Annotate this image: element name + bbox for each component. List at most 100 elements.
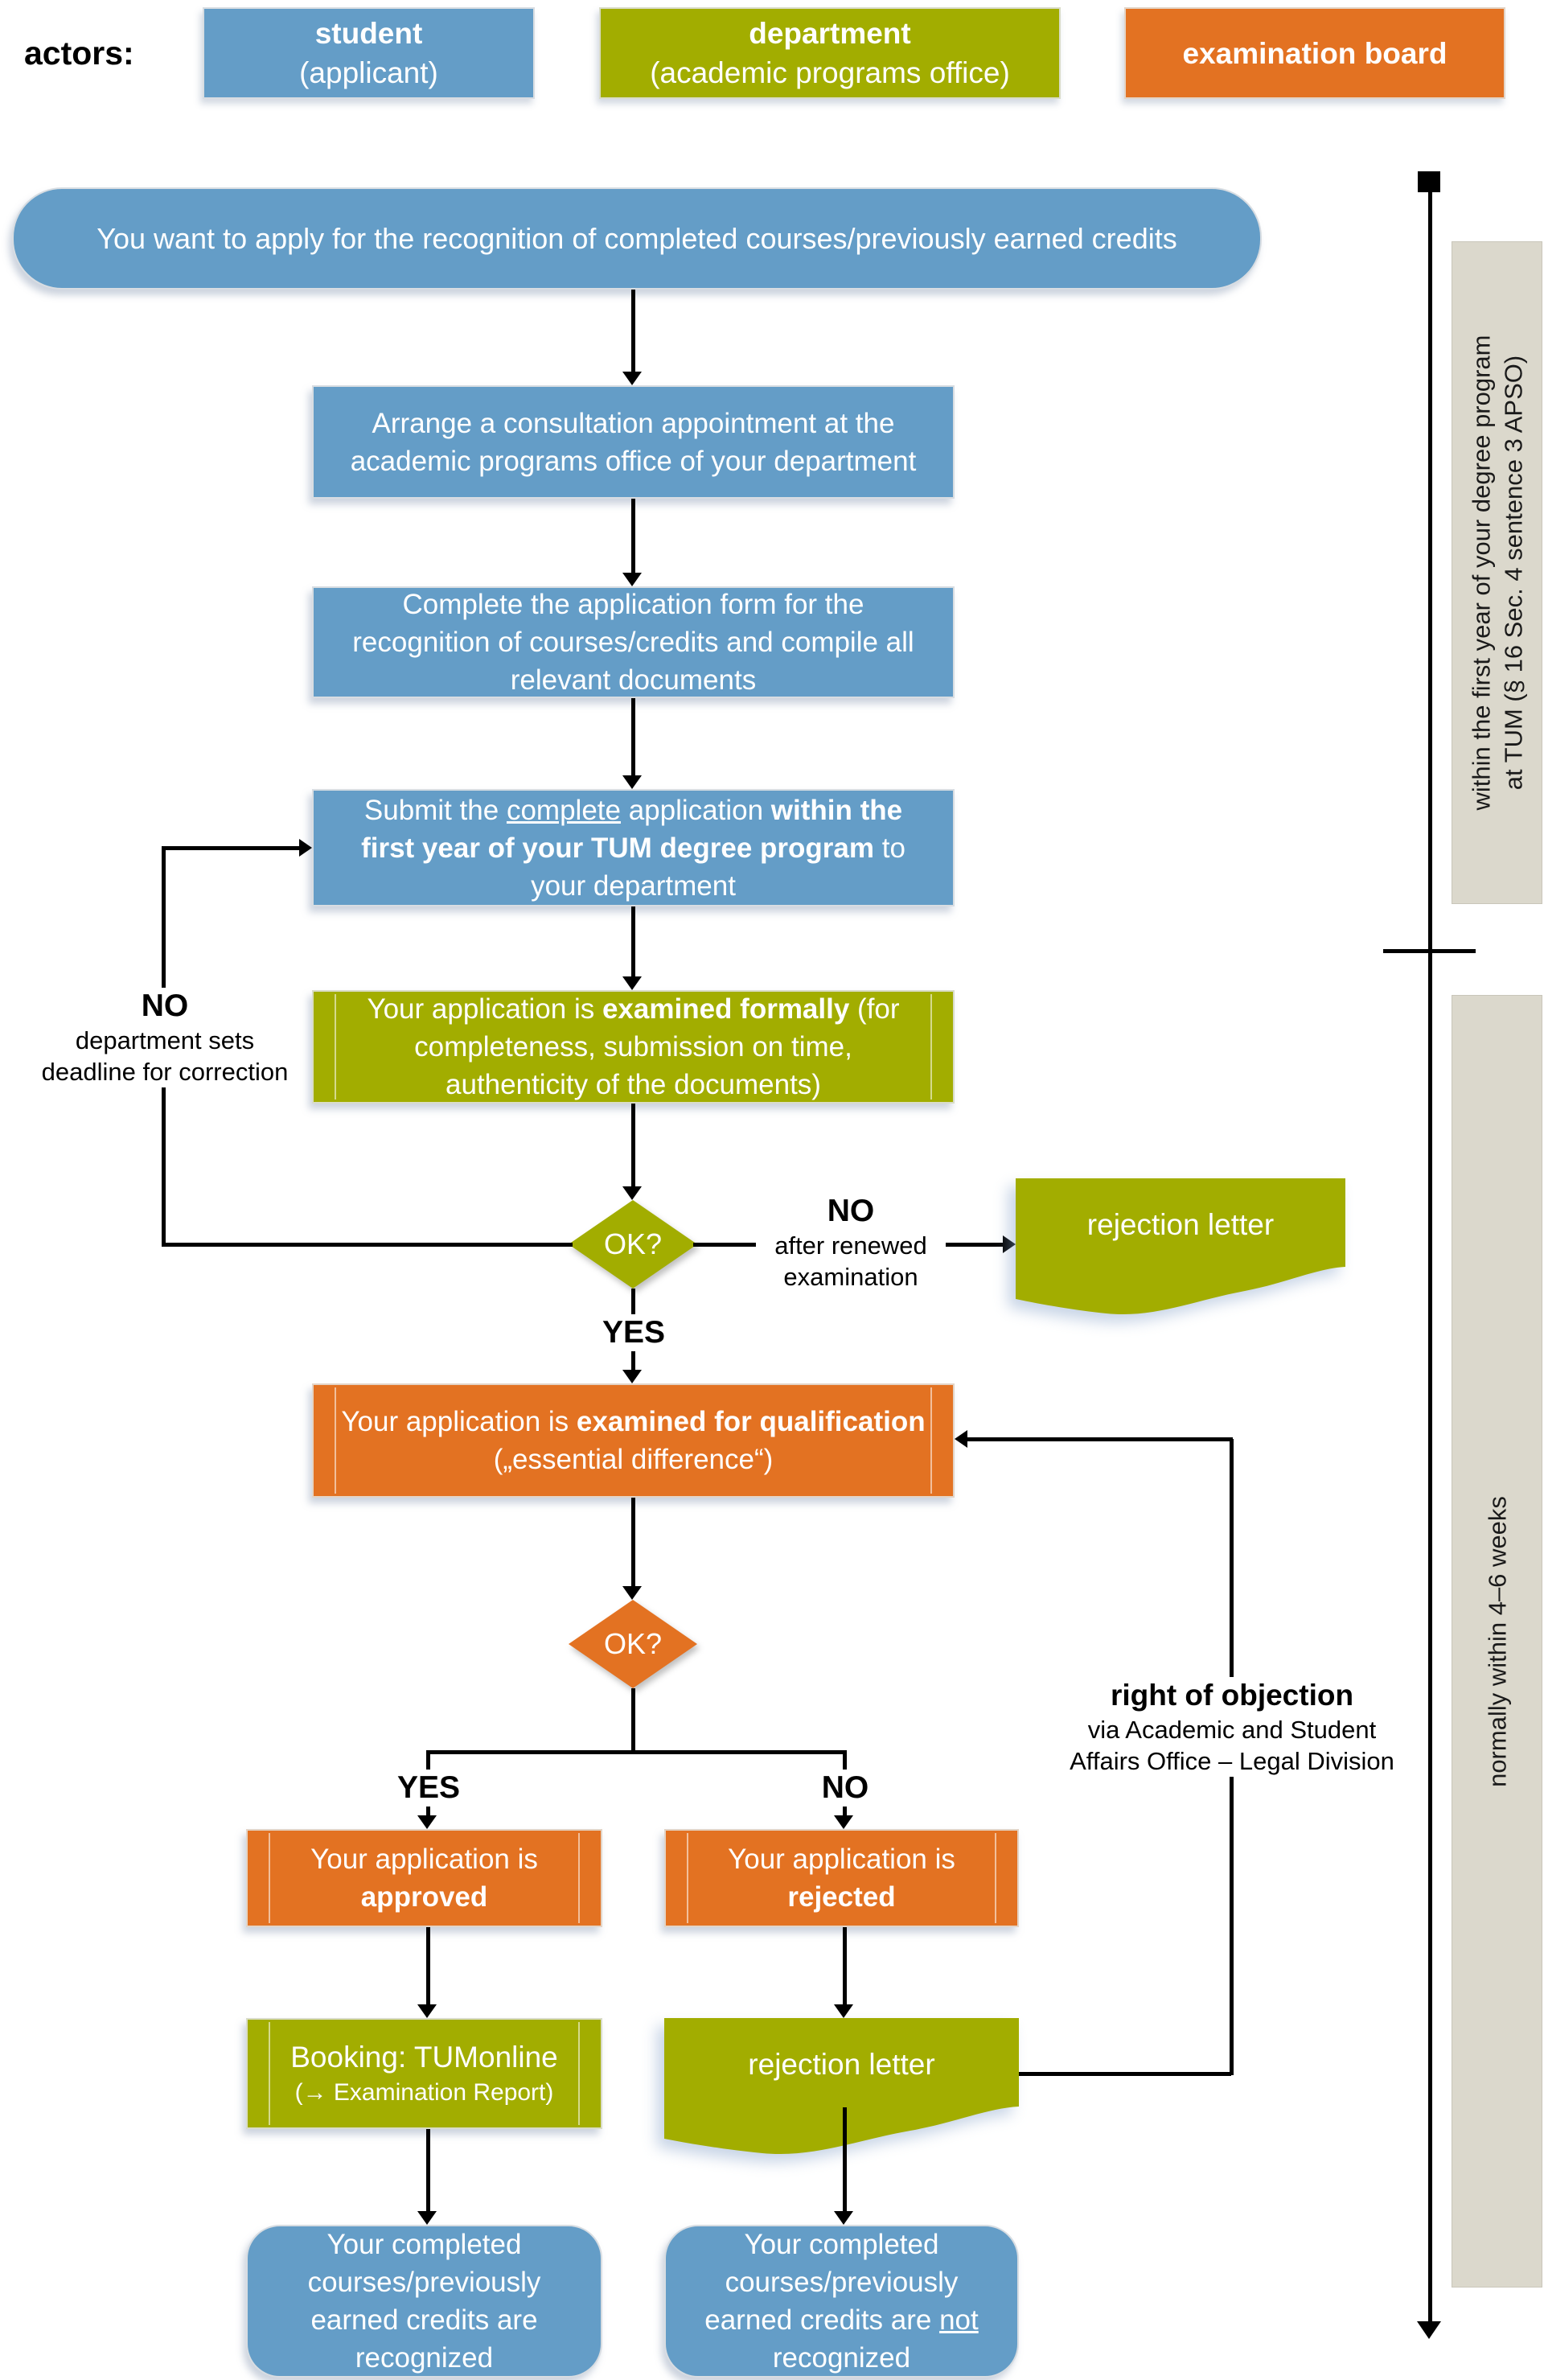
actor-department-name: department	[749, 17, 911, 50]
timeline-phase2-text: normally within 4–6 weeks	[1452, 996, 1542, 2287]
arrow-down-icon	[622, 573, 642, 586]
booking-line2: (→ Examination Report)	[294, 2079, 554, 2106]
flow-connector	[631, 906, 635, 980]
timeline-axis	[1428, 192, 1432, 2325]
not-recognized-underlined: not	[939, 2304, 979, 2336]
flow-connector	[631, 499, 635, 573]
credits-recognized-text: Your completed courses/previously earned…	[307, 2229, 541, 2374]
submit-application-box: Submit the complete application within t…	[312, 789, 955, 906]
actor-student-box: student (applicant)	[203, 7, 535, 99]
flag-shape	[1016, 1178, 1345, 1315]
rejection-letter-1-flag: rejection letter	[1016, 1178, 1345, 1319]
arrow-down-icon	[622, 775, 642, 789]
inner-stripe	[578, 2022, 580, 2125]
no-correction-line1: department sets	[75, 1026, 255, 1054]
rejection-letter-1-text: rejection letter	[1086, 1207, 1275, 1241]
arrange-consultation-text: Arrange a consultation appointment at th…	[350, 407, 917, 477]
flow-connector	[426, 1927, 430, 2006]
formal-text-part: (for completeness, submission on time, a…	[414, 993, 900, 1100]
qualification-text-part: („essential difference“)	[493, 1444, 774, 1475]
inner-stripe	[578, 1833, 580, 1923]
complete-application-form-text: Complete the application form for the re…	[352, 589, 914, 696]
timeline-phase2-line: normally within 4–6 weeks	[1482, 1495, 1511, 1787]
flag-shape	[664, 2018, 1019, 2155]
flow-connector	[631, 1104, 635, 1187]
arrange-consultation-box: Arrange a consultation appointment at th…	[312, 385, 955, 499]
arrow-down-icon	[622, 1370, 642, 1383]
qualification-text-bold: examined for qualification	[576, 1406, 926, 1437]
timeline-phase1-band: within the first year of your degree pro…	[1452, 241, 1542, 904]
approved-text-part: Your application is	[310, 1844, 538, 1875]
qualification-examination-text: Your application is examined for qualifi…	[341, 1403, 926, 1478]
decision-2-qualification-ok: OK?	[569, 1600, 697, 1688]
no-correction-no: NO	[141, 989, 189, 1023]
flow-connector	[162, 1243, 573, 1247]
arrow-down-icon	[417, 1815, 437, 1829]
timeline-arrow-down-icon	[1417, 2321, 1441, 2339]
credits-recognized-box: Your completed courses/previously earned…	[246, 2225, 602, 2378]
submit-text-part: to your department	[531, 832, 905, 902]
timeline-tick	[1383, 949, 1476, 953]
flow-connector	[843, 1927, 847, 2006]
decision-1-formal-ok: OK?	[569, 1200, 697, 1289]
no-renewed-line1: after renewed	[774, 1231, 927, 1260]
flow-connector	[426, 1750, 846, 1754]
no-text: NO	[821, 1770, 869, 1805]
submit-application-text: Submit the complete application within t…	[341, 791, 926, 905]
submit-text-part: Submit the	[363, 794, 507, 826]
start-terminator-text: You want to apply for the recognition of…	[96, 221, 1177, 255]
arrow-down-icon	[622, 1586, 642, 1600]
rejection-letter-2-text: rejection letter	[748, 2047, 935, 2081]
not-recognized-part: Your completed courses/previously earned…	[704, 2229, 959, 2336]
flow-connector	[162, 846, 299, 850]
rejected-text-bold: rejected	[787, 1881, 896, 1913]
submit-text-bold: within the first year of your TUM degree…	[361, 794, 903, 864]
application-approved-box: Your application is approved	[246, 1829, 602, 1927]
flow-connector	[843, 2107, 847, 2214]
arrow-down-icon	[834, 2004, 853, 2018]
right-of-objection-label: right of objection via Academic and Stud…	[1062, 1677, 1402, 1777]
flow-connector	[426, 2129, 430, 2214]
timeline-phase1-line2: at TUM (§ 16 Sec. 4 sentence 3 APSO)	[1498, 355, 1527, 791]
no-branch-label: NO	[789, 1770, 901, 1807]
arrow-down-icon	[622, 372, 642, 385]
application-rejected-box: Your application is rejected	[664, 1829, 1019, 1927]
objection-line1: via Academic and Student	[1087, 1716, 1377, 1744]
actor-student-subtitle: (applicant)	[299, 56, 438, 89]
no-renewed-label: NO after renewed examination	[756, 1193, 946, 1293]
inner-stripe	[269, 2022, 270, 2125]
qualification-text-part: Your application is	[341, 1406, 577, 1437]
credits-not-recognized-box: Your completed courses/previously earned…	[664, 2225, 1019, 2378]
rejection-letter-2-flag: rejection letter	[664, 2018, 1019, 2159]
formal-examination-box: Your application is examined formally (f…	[312, 990, 955, 1104]
yes-text: YES	[396, 1770, 461, 1805]
arrow-down-icon	[622, 1186, 642, 1200]
arrow-down-icon	[834, 2211, 853, 2225]
actor-student-name: student	[314, 17, 423, 50]
formal-examination-text: Your application is examined formally (f…	[341, 990, 926, 1104]
flow-connector	[967, 1437, 1233, 1441]
arrow-down-icon	[417, 2004, 437, 2018]
rejected-text-part: Your application is	[728, 1844, 955, 1875]
actor-examination-board-name: examination board	[1182, 36, 1448, 70]
flow-connector	[631, 1688, 635, 1754]
complete-application-form-box: Complete the application form for the re…	[312, 586, 955, 698]
inner-stripe	[335, 994, 336, 1100]
arrow-down-icon	[622, 976, 642, 990]
booking-tumonline-box: Booking: TUMonline (→ Examination Report…	[246, 2018, 602, 2129]
approved-text-bold: approved	[360, 1881, 488, 1913]
arrow-right-icon	[1003, 1235, 1016, 1253]
objection-title: right of objection	[1110, 1679, 1354, 1712]
inner-stripe	[995, 1833, 996, 1923]
formal-text-bold: examined formally	[602, 993, 850, 1025]
yes-branch-label: YES	[372, 1770, 485, 1807]
no-correction-line2: deadline for correction	[41, 1058, 289, 1086]
yes-text: YES	[602, 1315, 666, 1350]
application-rejected-text: Your application is rejected	[728, 1840, 955, 1916]
flow-connector	[631, 290, 635, 374]
timeline-phase2-band: normally within 4–6 weeks	[1452, 995, 1542, 2288]
booking-line1: Booking: TUMonline	[290, 2041, 558, 2074]
actor-department-subtitle: (academic programs office)	[650, 56, 1010, 89]
arrow-left-icon	[955, 1430, 967, 1448]
